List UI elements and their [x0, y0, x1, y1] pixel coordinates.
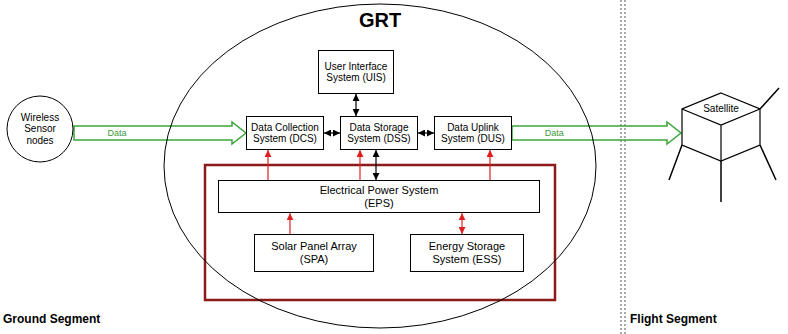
node-text: User Interface System (UIS) [323, 61, 389, 84]
ellipse-title: GRT [359, 9, 401, 32]
node-text: Solar Panel Array (SPA) [264, 240, 364, 265]
sensor-circle: Wireless Sensor nodes [6, 95, 74, 163]
segment-label: Ground Segment [3, 312, 100, 326]
node-text: Electrical Power System (EPS) [315, 184, 443, 209]
satellite-node: Satellite [681, 92, 761, 162]
data-flow-arrow [74, 122, 246, 144]
data-link-arrow [375, 150, 376, 180]
edge-label: Data [545, 128, 564, 138]
power-arrow [289, 213, 290, 234]
power-box: Electrical Power System (EPS) [218, 180, 540, 213]
satellite-cube [681, 92, 761, 162]
power-arrow [461, 213, 462, 234]
data-flow-arrow [512, 122, 681, 144]
power-box: Solar Panel Array (SPA) [254, 234, 374, 272]
power-arrow [267, 150, 268, 180]
node-text: Data Collection System (DCS) [251, 122, 319, 145]
data-link-arrow [355, 94, 356, 116]
power-arrow [359, 150, 360, 180]
segment-label: Flight Segment [630, 312, 717, 326]
power-box: Energy Storage System (ESS) [410, 234, 524, 272]
node-text: Energy Storage System (ESS) [415, 240, 519, 265]
node-text: Data Storage System (DSS) [345, 122, 413, 145]
edge-label: Data [107, 128, 126, 138]
data-link-arrow [418, 132, 434, 133]
segment-divider [621, 0, 622, 334]
segment-divider [625, 0, 626, 334]
system-ellipse: GRT User Interface System (UIS) Data Colle… [163, 3, 597, 329]
data-link-arrow [324, 132, 340, 133]
process-box: User Interface System (UIS) [318, 50, 394, 94]
process-box: Data Storage System (DSS) [340, 116, 418, 150]
power-arrow [489, 150, 490, 180]
power-group-outline [205, 165, 555, 300]
node-text: Data Uplink System (DUS) [439, 122, 507, 145]
node-text: Wireless Sensor nodes [15, 112, 65, 147]
process-box: Data Collection System (DCS) [246, 116, 324, 150]
process-box: Data Uplink System (DUS) [434, 116, 512, 150]
node-text: Satellite [681, 103, 761, 115]
